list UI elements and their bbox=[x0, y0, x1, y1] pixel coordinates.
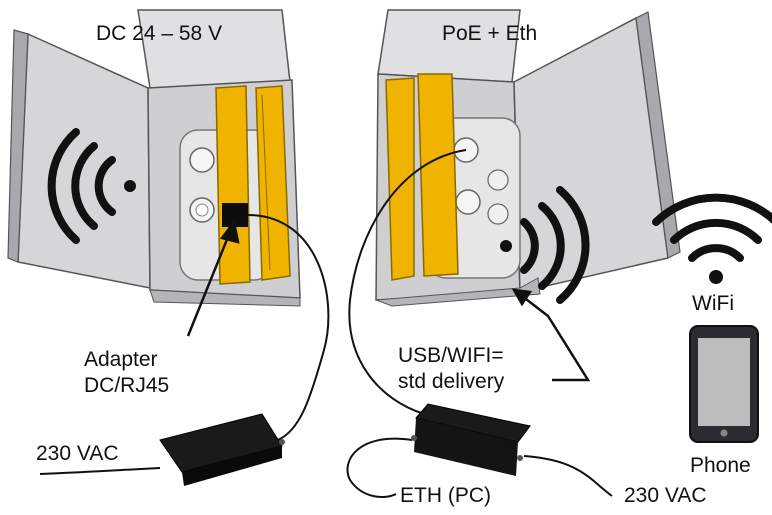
cables bbox=[39, 149, 613, 498]
usb-pointer bbox=[521, 295, 591, 382]
right-mains-cable bbox=[523, 455, 613, 497]
poe-injector bbox=[411, 403, 531, 476]
right-pcb-front bbox=[417, 73, 459, 277]
wifi-signal-icon bbox=[652, 193, 772, 284]
left-enclosure bbox=[7, 9, 301, 307]
pointer-arrows bbox=[186, 219, 591, 382]
adapter-pointer bbox=[186, 231, 232, 337]
left-mains-cable bbox=[39, 467, 161, 475]
adapter-label-line1: Adapter bbox=[84, 348, 158, 371]
right-enclosure bbox=[375, 9, 681, 307]
right-title-label: PoE + Eth bbox=[442, 22, 537, 45]
right-eth-pc-cable bbox=[346, 437, 413, 498]
left-power-supply bbox=[159, 413, 285, 486]
usb-label-line1: USB/WIFI= bbox=[398, 344, 504, 367]
phone-label: Phone bbox=[690, 454, 751, 477]
right-vac-label: 230 VAC bbox=[624, 484, 707, 507]
wifi-label: WiFi bbox=[692, 292, 734, 315]
left-dc-cable bbox=[247, 214, 330, 441]
left-signal-icon bbox=[47, 128, 136, 244]
usb-label-line2: std delivery bbox=[398, 370, 505, 393]
right-pcb-rear bbox=[385, 77, 415, 281]
eth-pc-label: ETH (PC) bbox=[400, 484, 491, 507]
left-title-label: DC 24 – 58 V bbox=[96, 22, 222, 45]
left-vac-label: 230 VAC bbox=[36, 442, 119, 465]
adapter-label-line2: DC/RJ45 bbox=[84, 374, 169, 397]
phone-icon bbox=[689, 325, 759, 443]
right-poe-cable bbox=[348, 149, 467, 415]
right-signal-icon bbox=[500, 186, 590, 304]
